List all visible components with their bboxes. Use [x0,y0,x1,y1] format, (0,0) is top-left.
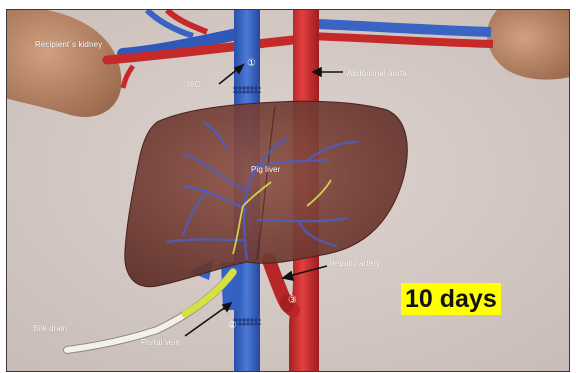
marker-2: ② [228,320,237,331]
label-recipient-kidney: Recipient´s kidney [35,40,102,49]
days-badge: 10 days [401,283,501,315]
anatomy-illustration [7,10,569,371]
label-pig-liver: Pig liver [251,165,280,174]
marker-1: ① [247,58,256,69]
label-hepatic-artery: Hepatic artery [329,259,380,268]
marker-3: ③ [288,295,297,306]
illustration-frame: Recipient´s kidney IVC Abdominal aorta P… [6,9,570,372]
label-bile-drain: Bile drain [33,324,67,333]
label-abdominal-aorta: Abdominal aorta [347,69,407,78]
label-portal-vein: Portal vein [141,338,180,347]
label-ivc: IVC [187,80,201,89]
